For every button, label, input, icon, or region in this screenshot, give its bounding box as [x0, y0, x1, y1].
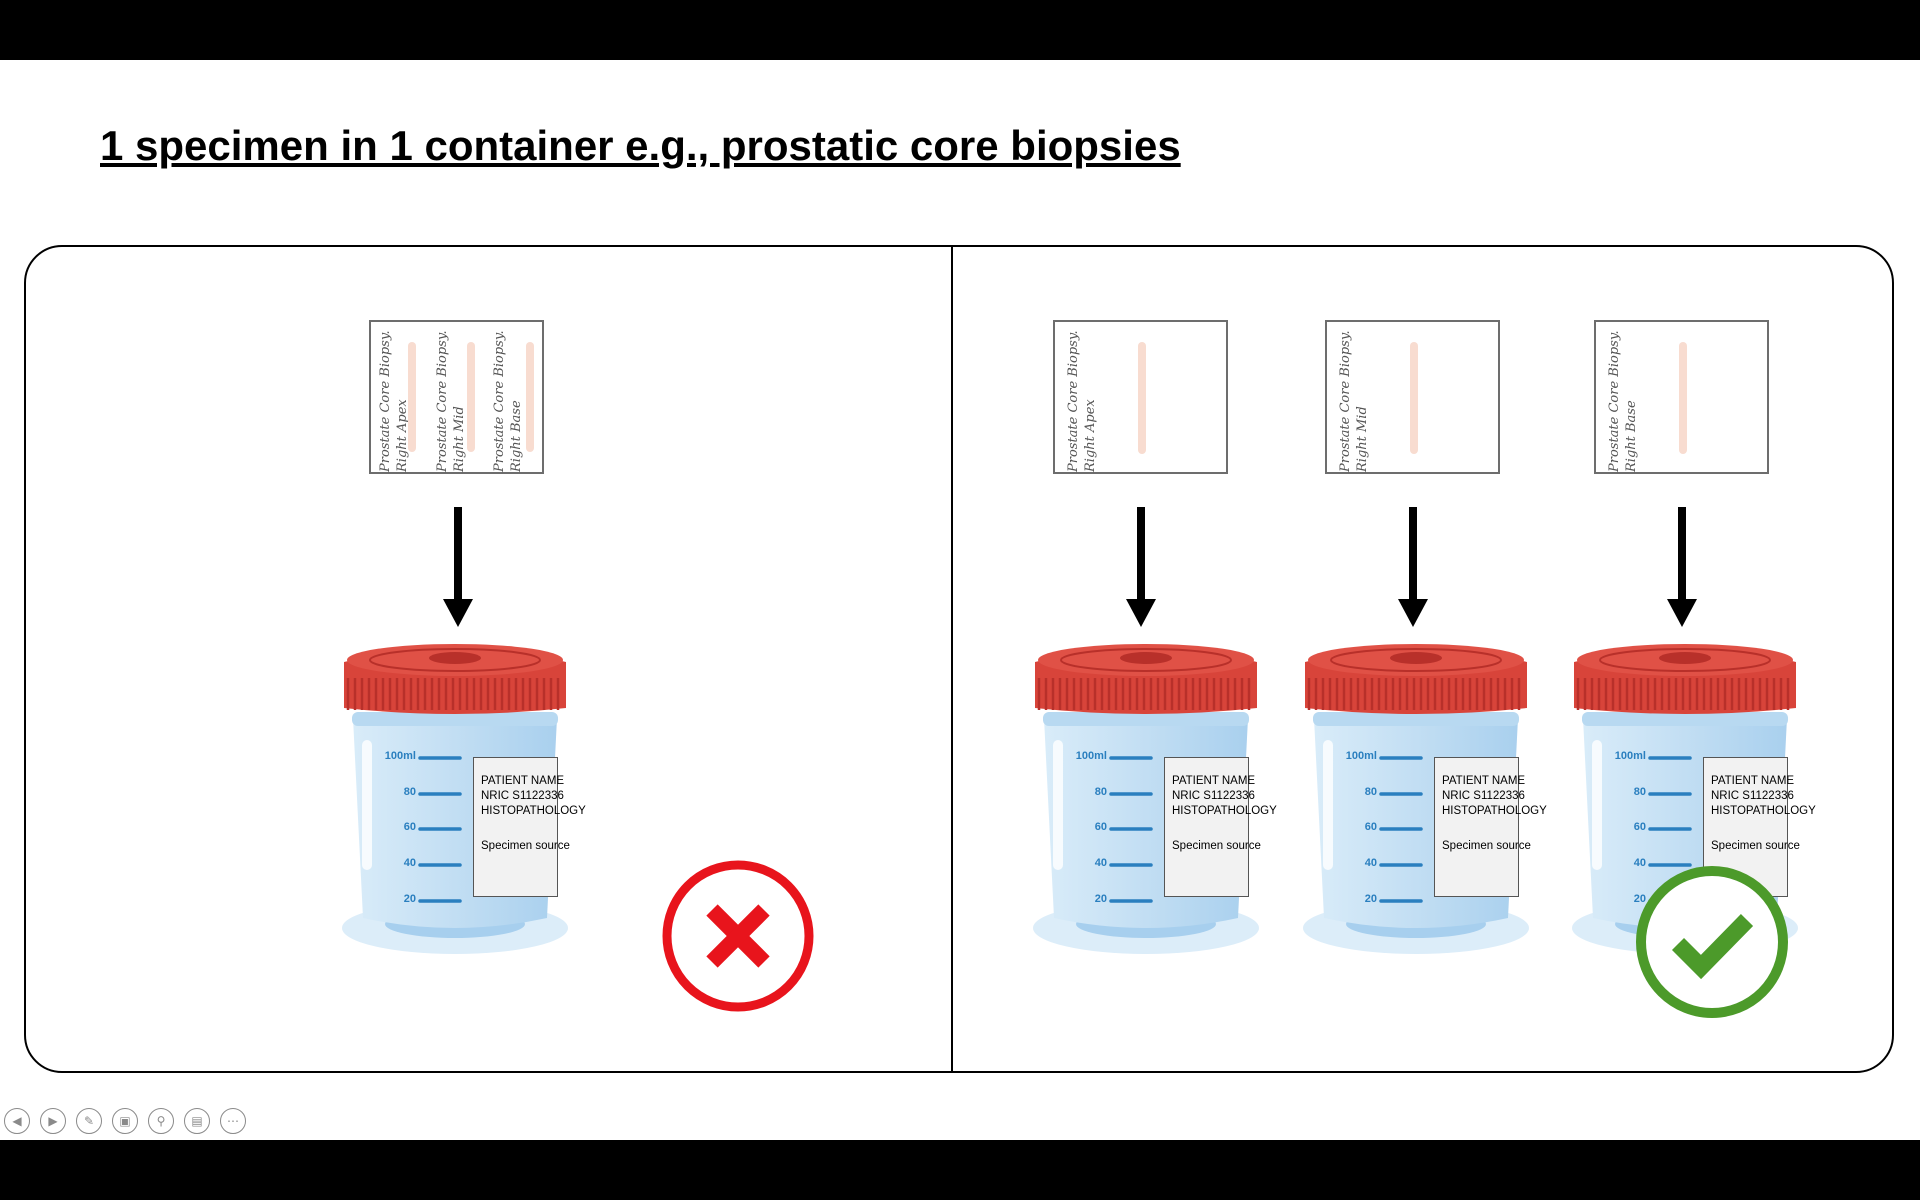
scale-label: 40: [404, 857, 416, 869]
combined-specimen-slip: Prostate Core Biopsy. Right Apex Prostat…: [369, 320, 544, 474]
slip-label-base: Prostate Core Biopsy. Right Base: [491, 330, 525, 472]
container-label-line: HISTOPATHOLOGY: [1172, 805, 1277, 817]
down-arrow-icon: [1126, 507, 1156, 627]
container-label-line: Specimen source: [1442, 840, 1531, 852]
scale-label: 80: [404, 786, 416, 798]
scale-label: 40: [1095, 857, 1107, 869]
specimen-slip-mid: Prostate Core Biopsy. Right Mid: [1325, 320, 1500, 474]
container-label-line: PATIENT NAME: [1172, 775, 1256, 787]
previous-icon[interactable]: ◀: [4, 1108, 30, 1134]
tissue-core: [1679, 342, 1687, 454]
zoom-icon[interactable]: ⚲: [148, 1108, 174, 1134]
slip-label-line1: Prostate Core Biopsy.: [1066, 330, 1081, 472]
container-label-line: NRIC S1122336: [1172, 790, 1255, 802]
slip-label-line1: Prostate Core Biopsy.: [1338, 330, 1353, 472]
container-label-line: NRIC S1122336: [481, 790, 564, 802]
scale-label: 60: [1634, 821, 1646, 833]
container-label-line: PATIENT NAME: [1711, 775, 1795, 787]
pen-icon[interactable]: ✎: [76, 1108, 102, 1134]
container-label-line: Specimen source: [481, 840, 570, 852]
tissue-core: [467, 342, 475, 452]
scale-label: 60: [404, 821, 416, 833]
slip-label-line1: Prostate Core Biopsy.: [378, 330, 393, 472]
container-label-line: PATIENT NAME: [1442, 775, 1526, 787]
slip-label-line2: Right Base: [1624, 400, 1639, 472]
down-arrow-icon: [1667, 507, 1697, 627]
specimen-slip-base: Prostate Core Biopsy. Right Base: [1594, 320, 1769, 474]
scale-label: 20: [1365, 893, 1377, 905]
slip-label-mid: Prostate Core Biopsy. Right Mid: [1337, 330, 1371, 472]
container-label-line: [1711, 819, 1787, 834]
slip-label-line2: Right Apex: [1083, 399, 1098, 472]
panel-divider: [951, 247, 953, 1071]
cross-icon: [662, 860, 814, 1012]
container-label-line: HISTOPATHOLOGY: [1442, 805, 1547, 817]
presentation-toolbar: ◀ ▶ ✎ ▣ ⚲ ▤ ⋯: [4, 1108, 246, 1136]
container-label-line: [1172, 819, 1248, 834]
scale-label: 100ml: [385, 750, 416, 762]
container-label-line: Specimen source: [1172, 840, 1261, 852]
slip-label-base: Prostate Core Biopsy. Right Base: [1606, 330, 1640, 472]
scale-label: 80: [1095, 786, 1107, 798]
scale-label: 60: [1365, 821, 1377, 833]
more-icon[interactable]: ⋯: [220, 1108, 246, 1134]
check-icon: [1636, 866, 1788, 1018]
scale-label: 20: [1634, 893, 1646, 905]
slip-label-mid: Prostate Core Biopsy. Right Mid: [434, 330, 468, 472]
scale-label: 80: [1365, 786, 1377, 798]
slip-label-apex: Prostate Core Biopsy. Right Apex: [377, 330, 411, 472]
slip-label-line1: Prostate Core Biopsy.: [435, 330, 450, 472]
scale-label: 20: [404, 893, 416, 905]
tissue-core: [408, 342, 416, 452]
tissue-core: [1410, 342, 1418, 454]
slide-title: 1 specimen in 1 container e.g., prostati…: [100, 122, 1181, 169]
container-label-line: [1442, 819, 1518, 834]
slides-icon[interactable]: ▣: [112, 1108, 138, 1134]
scale-label: 40: [1634, 857, 1646, 869]
scale-label: 100ml: [1346, 750, 1377, 762]
down-arrow-icon: [443, 507, 473, 627]
subtitles-icon[interactable]: ▤: [184, 1108, 210, 1134]
slip-label-line2: Right Mid: [452, 406, 467, 472]
tissue-core: [1138, 342, 1146, 454]
tissue-core: [526, 342, 534, 452]
container-label-line: HISTOPATHOLOGY: [1711, 805, 1816, 817]
next-icon[interactable]: ▶: [40, 1108, 66, 1134]
container-label-line: [481, 819, 557, 834]
container-label-line: NRIC S1122336: [1711, 790, 1794, 802]
comparison-frame: [24, 245, 1894, 1073]
slip-label-line1: Prostate Core Biopsy.: [492, 330, 507, 472]
down-arrow-icon: [1398, 507, 1428, 627]
container-label-line: HISTOPATHOLOGY: [481, 805, 586, 817]
slip-label-line1: Prostate Core Biopsy.: [1607, 330, 1622, 472]
container-label-line: PATIENT NAME: [481, 775, 565, 787]
scale-label: 100ml: [1615, 750, 1646, 762]
slip-label-line2: Right Base: [509, 400, 524, 472]
slip-label-line2: Right Mid: [1355, 406, 1370, 472]
slide: [0, 60, 1920, 1140]
scale-label: 60: [1095, 821, 1107, 833]
container-label-line: Specimen source: [1711, 840, 1800, 852]
scale-label: 20: [1095, 893, 1107, 905]
scale-label: 80: [1634, 786, 1646, 798]
scale-label: 100ml: [1076, 750, 1107, 762]
specimen-slip-apex: Prostate Core Biopsy. Right Apex: [1053, 320, 1228, 474]
slip-label-apex: Prostate Core Biopsy. Right Apex: [1065, 330, 1099, 472]
scale-label: 40: [1365, 857, 1377, 869]
container-label-line: NRIC S1122336: [1442, 790, 1525, 802]
